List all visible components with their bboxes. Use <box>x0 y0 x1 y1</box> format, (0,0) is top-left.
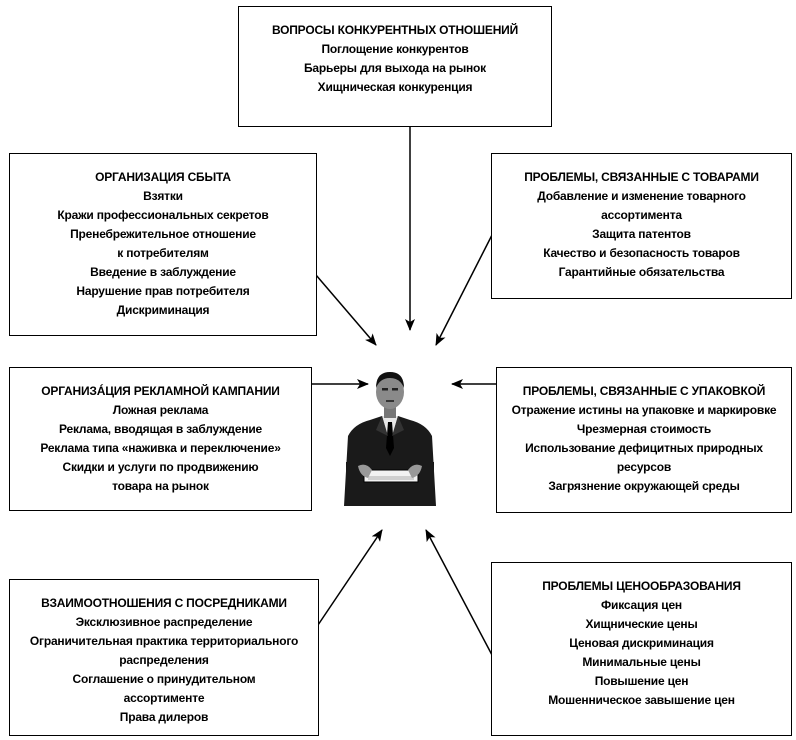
box-pricing-item: Фиксация цен <box>601 598 682 612</box>
box-packaging-item: Отражение истины на упаковке и маркировк… <box>511 403 777 417</box>
box-sales-item: к потребителям <box>117 246 209 260</box>
box-intermediaries-title: ВЗАИМООТНОШЕНИЯ С ПОСРЕДНИКАМИ <box>41 596 287 610</box>
box-packaging-item: Использование дефицитных природных <box>525 441 763 455</box>
box-products-item: ассортимента <box>601 208 682 222</box>
box-advertising-title: ОРГАНИЗÁЦИЯ РЕКЛАМНОЙ КАМПАНИИ <box>41 384 280 398</box>
box-sales-item: Кражи профессиональных секретов <box>57 208 269 222</box>
box-pricing-item: Хищнические цены <box>585 617 698 631</box>
box-products-item: Добавление и изменение товарного <box>537 189 746 203</box>
box-competition-item: Поглощение конкурентов <box>321 42 469 56</box>
box-intermediaries-item: ассортименте <box>123 691 205 705</box>
box-packaging-item: Чрезмерная стоимость <box>576 422 712 436</box>
box-sales: ОРГАНИЗАЦИЯ СБЫТА Взятки Кражи профессио… <box>9 153 317 336</box>
box-packaging-item: Загрязнение окружающей среды <box>548 479 740 493</box>
box-advertising-item: Ложная реклама <box>112 403 209 417</box>
box-advertising-item: Скидки и услуги по продвижению <box>62 460 259 474</box>
box-pricing-title: ПРОБЛЕМЫ ЦЕНООБРАЗОВАНИЯ <box>542 579 741 593</box>
arrow-right3 <box>425 529 493 656</box>
arrow-left3 <box>317 529 383 626</box>
arrow-left1 <box>315 274 377 346</box>
box-competition-item: Хищническая конкуренция <box>317 80 473 94</box>
box-pricing-item: Повышение цен <box>594 674 689 688</box>
box-packaging-title: ПРОБЛЕМЫ, СВЯЗАННЫЕ С УПАКОВКОЙ <box>522 384 766 398</box>
box-packaging: ПРОБЛЕМЫ, СВЯЗАННЫЕ С УПАКОВКОЙ Отражени… <box>496 367 792 513</box>
box-intermediaries: ВЗАИМООТНОШЕНИЯ С ПОСРЕДНИКАМИ Эксклюзив… <box>9 579 319 736</box>
box-competition: ВОПРОСЫ КОНКУРЕНТНЫХ ОТНОШЕНИЙ Поглощени… <box>238 6 552 127</box>
box-advertising-item: Реклама типа «наживка и переключение» <box>40 441 281 455</box>
box-products-title: ПРОБЛЕМЫ, СВЯЗАННЫЕ С ТОВАРАМИ <box>524 170 759 184</box>
box-advertising-item: Реклама, вводящая в заблуждение <box>58 422 263 436</box>
box-competition-item: Барьеры для выхода на рынок <box>304 61 486 75</box>
box-sales-item: Введение в заблуждение <box>90 265 236 279</box>
box-advertising: ОРГАНИЗÁЦИЯ РЕКЛАМНОЙ КАМПАНИИ Ложная ре… <box>9 367 312 511</box>
box-advertising-item: товара на рынок <box>112 479 209 493</box>
box-packaging-item: ресурсов <box>616 460 672 474</box>
box-sales-item: Нарушение прав потребителя <box>76 284 250 298</box>
businessman-icon <box>344 372 436 506</box>
box-pricing-item: Ценовая дискриминация <box>569 636 714 650</box>
arrow-right1 <box>435 234 493 346</box>
box-sales-item: Взятки <box>143 189 183 203</box>
box-sales-item: Пренебрежительное отношение <box>70 227 256 241</box>
box-products-item: Качество и безопасность товаров <box>543 246 740 260</box>
box-products: ПРОБЛЕМЫ, СВЯЗАННЫЕ С ТОВАРАМИ Добавлени… <box>491 153 792 299</box>
box-products-item: Защита патентов <box>592 227 691 241</box>
box-intermediaries-item: Эксклюзивное распределение <box>75 615 253 629</box>
box-intermediaries-item: Соглашение о принудительном <box>72 672 256 686</box>
box-sales-item: Дискриминация <box>116 303 210 317</box>
box-intermediaries-item: Права дилеров <box>119 710 209 724</box>
box-products-item: Гарантийные обязательства <box>558 265 725 279</box>
box-pricing: ПРОБЛЕМЫ ЦЕНООБРАЗОВАНИЯ Фиксация цен Хи… <box>491 562 792 736</box>
box-pricing-item: Минимальные цены <box>582 655 701 669</box>
box-pricing-item: Мошенническое завышение цен <box>548 693 735 707</box>
box-sales-title: ОРГАНИЗАЦИЯ СБЫТА <box>95 170 231 184</box>
box-competition-title: ВОПРОСЫ КОНКУРЕНТНЫХ ОТНОШЕНИЙ <box>271 23 519 37</box>
box-intermediaries-item: Ограничительная практика территориальног… <box>29 634 299 648</box>
box-intermediaries-item: распределения <box>119 653 209 667</box>
